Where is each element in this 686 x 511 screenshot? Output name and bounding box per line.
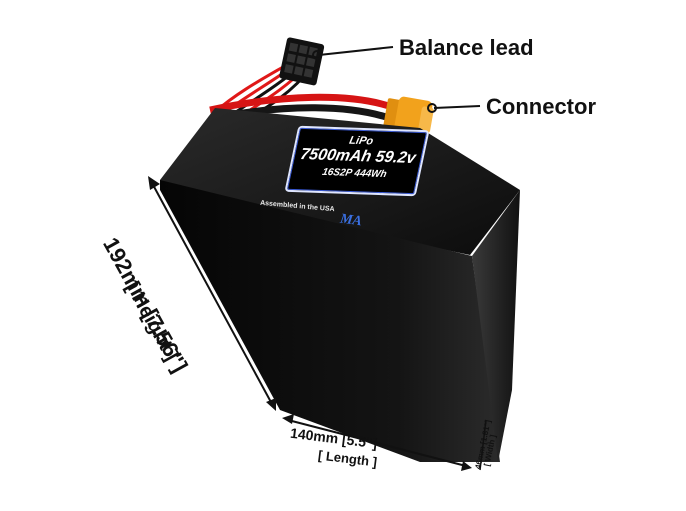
width-arrow	[479, 419, 487, 471]
label-capacity-voltage: 7500mAh 59.2v	[298, 145, 418, 168]
battery-label: LiPo 7500mAh 59.2v 16S2P 444Wh	[284, 125, 430, 197]
label-config-energy: 16S2P 444Wh	[321, 166, 388, 181]
battery-front-face	[160, 180, 500, 462]
height-arrow	[148, 176, 276, 411]
brand-logo: MA	[339, 211, 363, 230]
battery-side-face	[472, 190, 520, 462]
callout-lines	[312, 46, 481, 113]
connector-callout: Connector	[486, 94, 596, 119]
length-arrow	[282, 414, 472, 471]
balance-connector	[279, 37, 325, 86]
balance-lead-callout: Balance lead	[399, 35, 534, 60]
